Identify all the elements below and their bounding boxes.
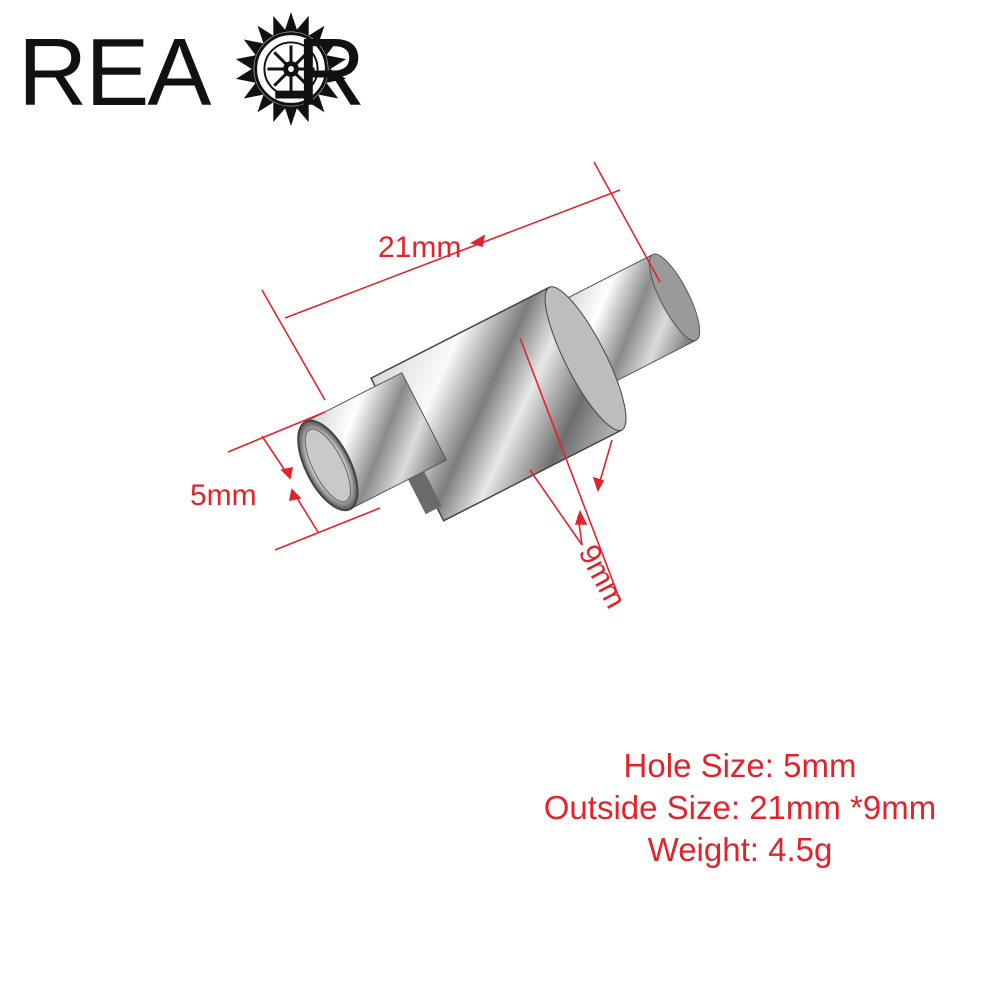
spec-list: Hole Size: 5mm Outside Size: 21mm *9mm W… <box>520 745 960 871</box>
brand-logo: REA R <box>14 10 374 140</box>
spec-weight: Weight: 4.5g <box>647 831 833 868</box>
dimension-lines <box>227 161 661 601</box>
spec-hole-size: Hole Size: 5mm <box>623 747 857 784</box>
length-dimension-label: 21mm <box>378 231 462 264</box>
logo-text-left: REA <box>18 19 211 126</box>
hole-dimension-label: 5mm <box>190 479 257 512</box>
magnetic-clasp-icon <box>297 253 701 522</box>
logo-text-right: R <box>296 19 365 126</box>
mandala-seal-icon <box>235 11 347 127</box>
spec-outside-size: Outside Size: 21mm *9mm <box>543 789 937 826</box>
product-image <box>227 161 701 601</box>
